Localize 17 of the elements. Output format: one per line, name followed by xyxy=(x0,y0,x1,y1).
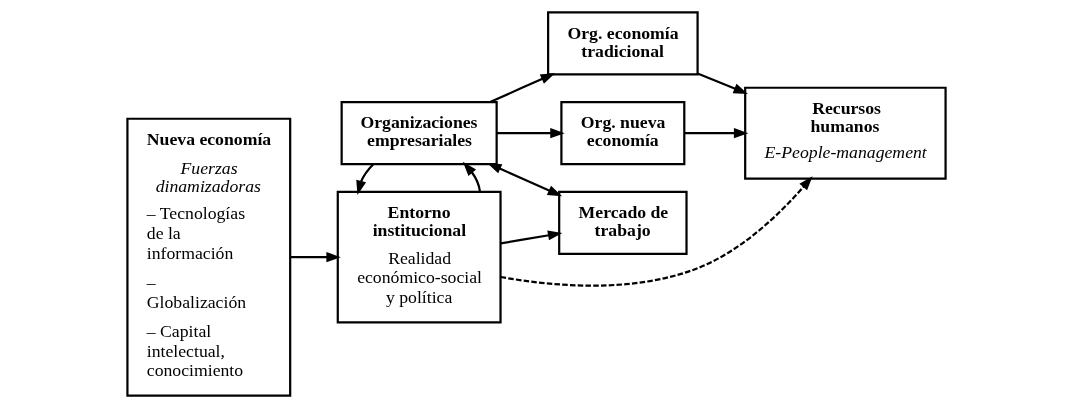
arrow xyxy=(500,230,562,245)
node-box: Mercado de trabajo xyxy=(557,190,688,255)
arrow xyxy=(486,162,562,197)
arrow xyxy=(500,176,813,287)
node-box: Recursos humanos E-People-management xyxy=(743,86,947,180)
node-box: Entorno institucional Realidad económico-social y política xyxy=(336,190,502,324)
node-box: Nueva economía Fuerzas dinamizadoras – Tecnologías de la información – Globalización – Capital intelectual, conocimiento xyxy=(125,117,291,397)
arrow xyxy=(496,128,565,139)
arrow xyxy=(355,163,374,195)
arrow xyxy=(696,72,748,94)
arrow xyxy=(289,252,341,263)
node-box: Org. nueva economía xyxy=(559,101,685,166)
node-box: Organizaciones empresariales xyxy=(340,101,498,166)
node-box: Org. economía tradicional xyxy=(546,11,699,76)
arrow xyxy=(683,128,748,139)
arrow xyxy=(462,161,481,192)
arrow xyxy=(489,73,555,104)
